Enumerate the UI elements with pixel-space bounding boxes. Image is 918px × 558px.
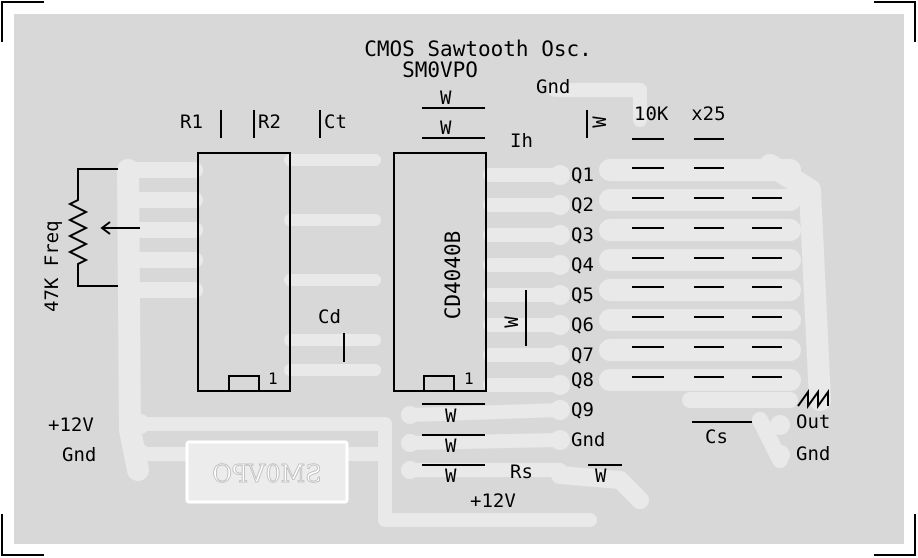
gnd-left-label: Gnd — [62, 444, 96, 466]
cd-label: Cd — [318, 306, 341, 328]
ic2-part-name: CD4040B — [441, 231, 465, 320]
ih-resistor-mark: W — [589, 116, 611, 128]
q1-label: Q1 — [571, 164, 594, 186]
ic1-notch — [228, 375, 260, 392]
q5-label: Q5 — [571, 284, 594, 306]
gnd-top-label: Gnd — [536, 76, 570, 98]
cs-label: Cs — [705, 426, 728, 448]
ic1-component-labels — [220, 110, 321, 138]
resistor-mark-top-2: W — [440, 117, 452, 139]
resistor-array-marks — [632, 138, 782, 378]
top-resistors — [422, 107, 485, 139]
q8-label: Q8 — [571, 369, 594, 391]
board-callsign: SM0VPO — [402, 58, 478, 82]
q6-label: Q6 — [571, 314, 594, 336]
q3-label: Q3 — [571, 224, 594, 246]
r2-label: R2 — [258, 111, 281, 133]
plus12-left-label: +12V — [48, 414, 94, 436]
copper-pads — [118, 160, 790, 479]
mirrored-callsign-frame — [185, 440, 349, 504]
ic2-notch — [423, 375, 455, 392]
resistor-mark-bottom-2: W — [445, 435, 457, 457]
gnd-q-label: Gnd — [571, 429, 605, 451]
mirrored-callsign: SM0VPO — [212, 460, 321, 488]
resistor-mark-bottom-3: W — [445, 465, 457, 487]
resistor-array-label: 10K x25 — [634, 103, 726, 125]
q4-label: Q4 — [571, 254, 594, 276]
q7-label: Q7 — [571, 344, 594, 366]
mid-resistor-mark: W — [501, 316, 523, 328]
plus12-bottom-label: +12V — [470, 490, 516, 512]
out-label: Out — [796, 411, 830, 433]
q9-label: Q9 — [571, 399, 594, 421]
board-title: CMOS Sawtooth Osc. — [364, 37, 592, 61]
q2-label: Q2 — [571, 194, 594, 216]
rs-label: Rs — [510, 461, 533, 483]
sawtooth-symbol — [797, 388, 829, 410]
resistor-mark-bottom-1: W — [445, 405, 457, 427]
ic2-pin1-label: 1 — [464, 369, 474, 388]
ct-label: Ct — [324, 111, 347, 133]
resistor-mark-top-1: W — [440, 87, 452, 109]
rs-resistor-mark: W — [595, 465, 607, 487]
potentiometer-symbol — [67, 168, 140, 287]
bottom-resistors — [422, 403, 622, 466]
gnd-out-label: Gnd — [796, 443, 830, 465]
pot-label: 47K Freq — [41, 220, 63, 312]
inhibit-label: Ih — [510, 130, 533, 152]
r1-label: R1 — [180, 111, 203, 133]
ic1-pin1-label: 1 — [268, 369, 278, 388]
q-output-labels: Q1 Q2 Q3 Q4 Q5 Q6 Q7 Q8 Q9 — [571, 164, 594, 421]
